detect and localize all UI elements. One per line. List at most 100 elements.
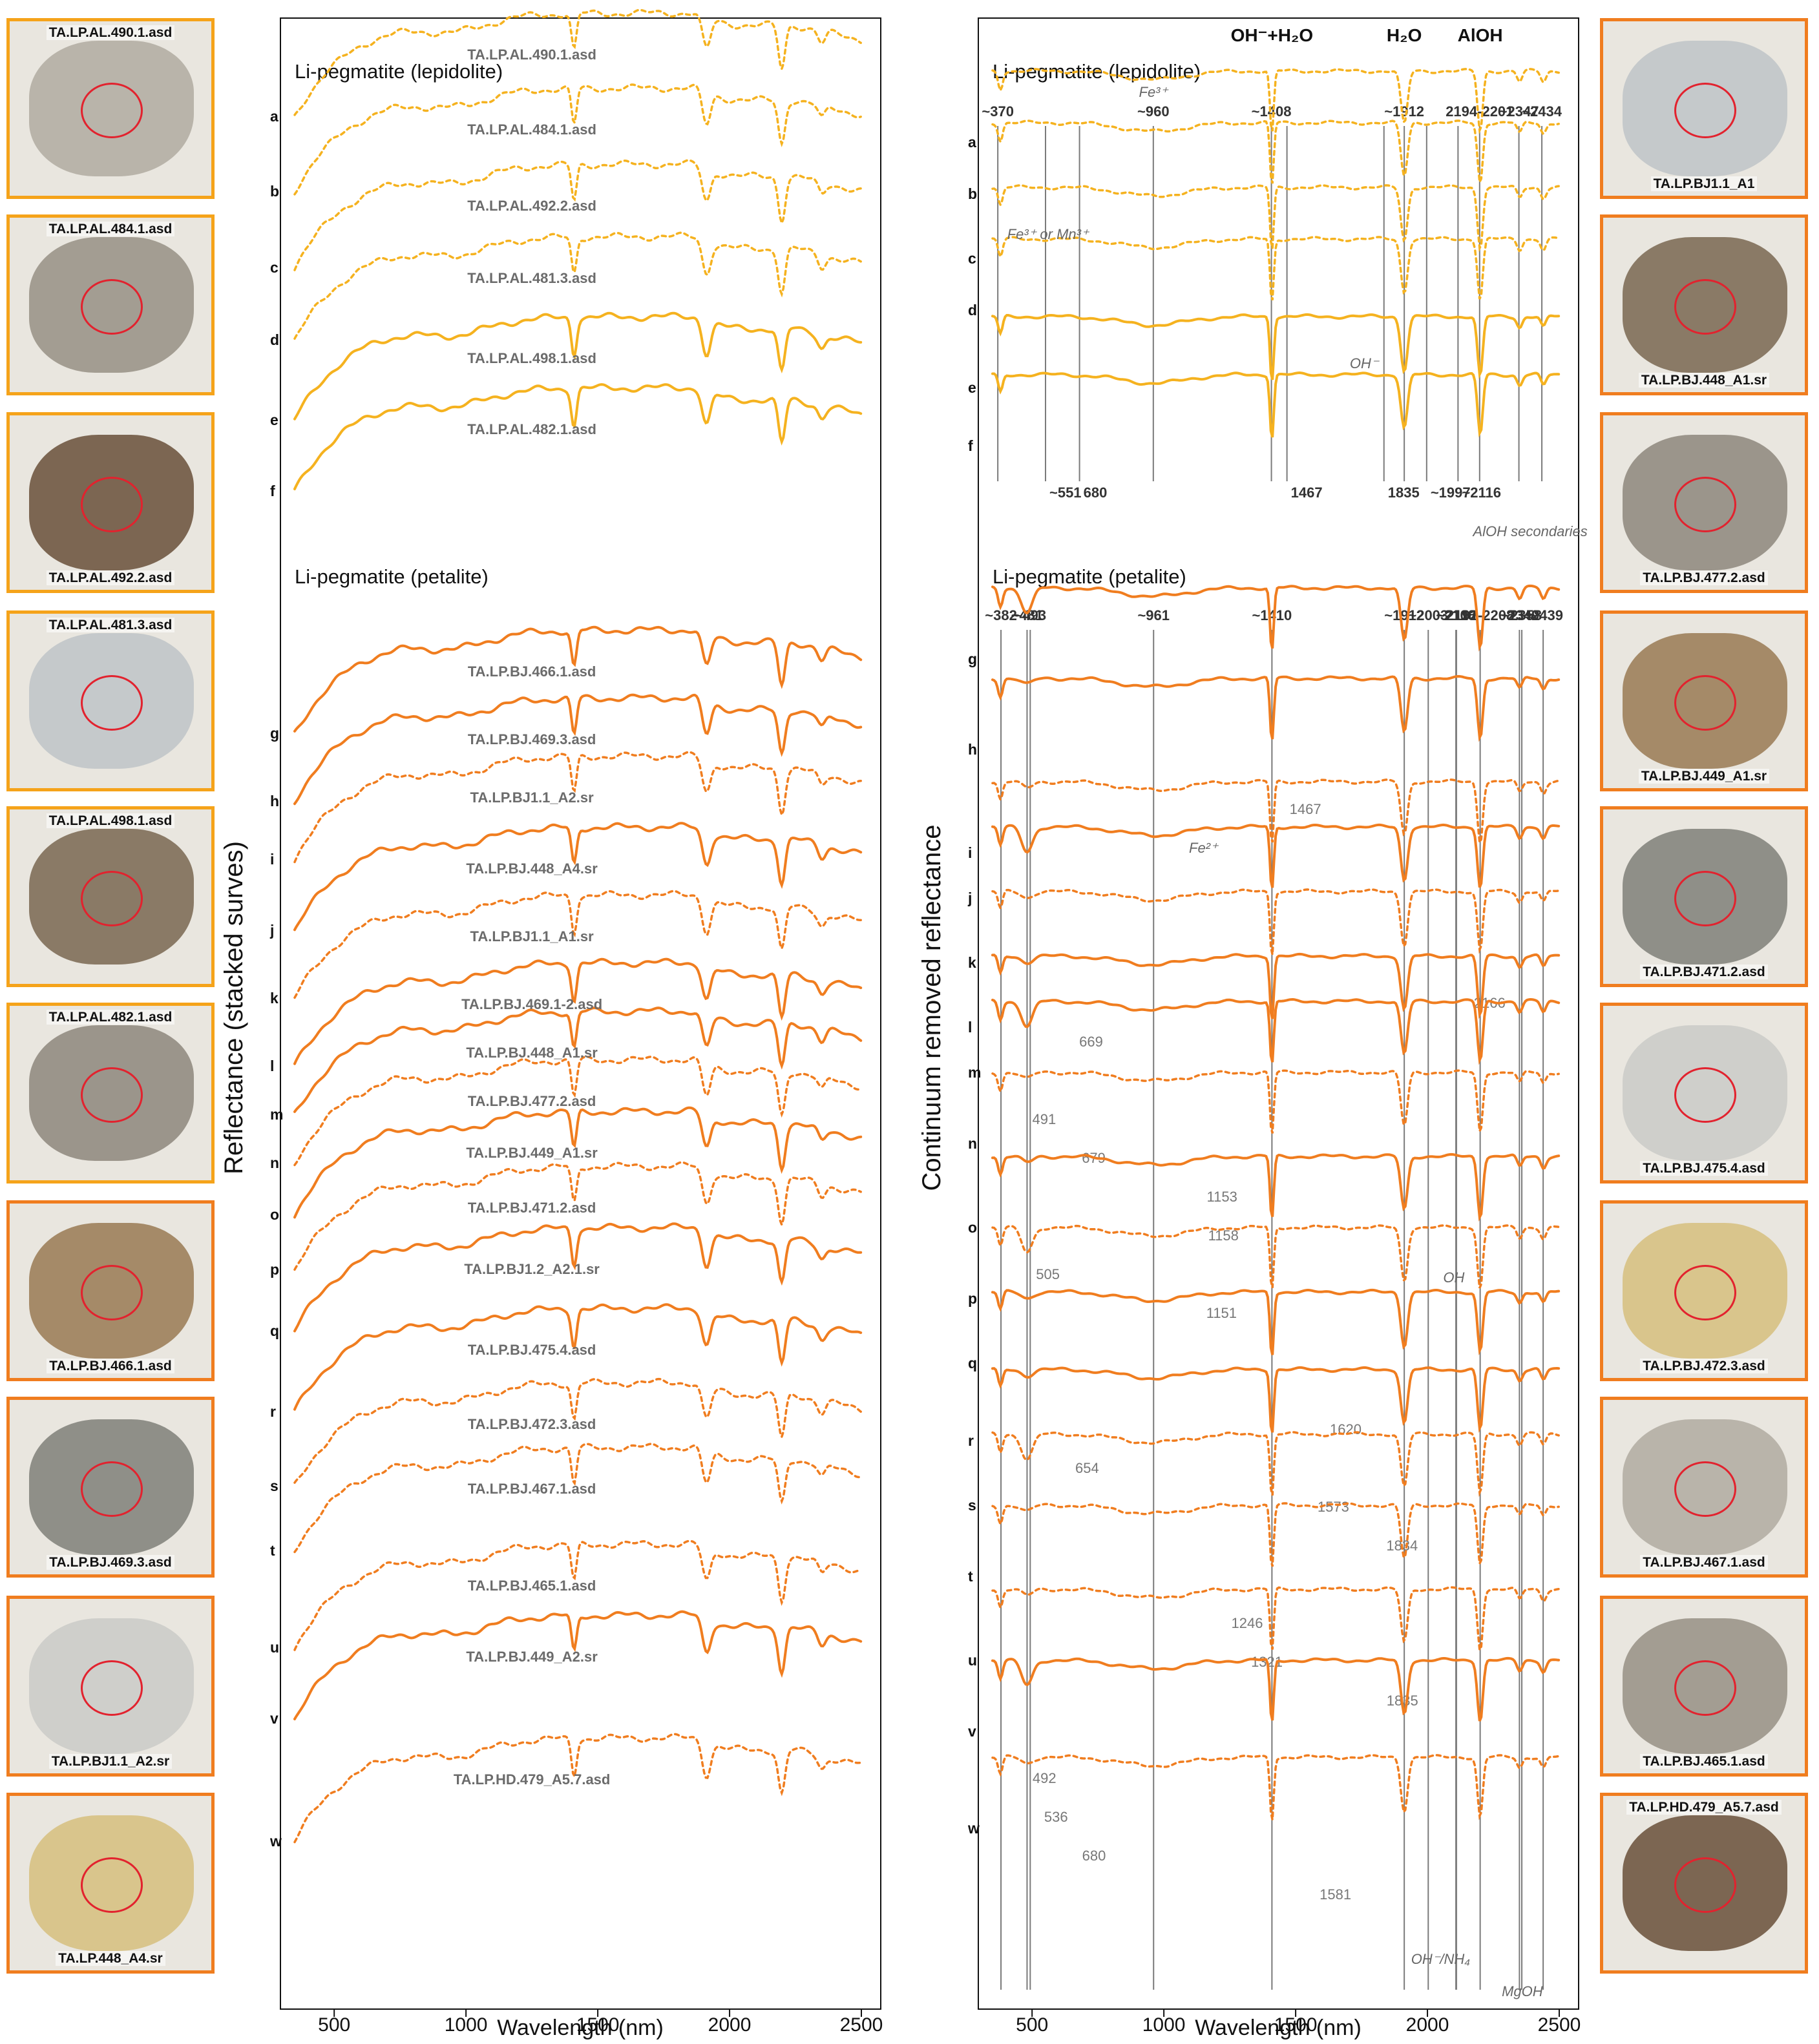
band-marker-label: 492 (1033, 1770, 1057, 1786)
sample-photo: TA.LP.BJ.475.4.asd (1600, 1003, 1808, 1184)
series-label-m: TA.LP.BJ.448_A1.sr (466, 1045, 598, 1061)
series-line-o (293, 1106, 863, 1219)
x-tick-label: 1500 (1274, 2014, 1318, 2036)
series-label-b: TA.LP.AL.484.1.asd (467, 121, 596, 138)
sample-photo: TA.LP.AL.498.1.asd (6, 806, 215, 987)
band-annotation: MgOH (1502, 1983, 1543, 1999)
series-letter-t: t (968, 1568, 973, 1585)
photo-caption: TA.LP.BJ.475.4.asd (1640, 1161, 1768, 1176)
lepidolite-group-title: Li-pegmatite (lepidolite) (295, 60, 503, 83)
series-letter-r: r (968, 1432, 974, 1449)
band-marker-label: ~2110 (1437, 607, 1477, 623)
spectra-series: abcdefghijklmnopqrstuvwTA.LP.AL.490.1.as… (269, 8, 863, 1850)
band-marker-label: ~2439 (1523, 607, 1563, 623)
series-letter-i: i (270, 851, 274, 868)
series-label-j: TA.LP.BJ.448_A4.sr (466, 860, 598, 877)
measurement-spot-circle (1674, 1265, 1736, 1320)
sample-photo: TA.LP.BJ.477.2.asd (1600, 412, 1808, 593)
series-letter-v: v (968, 1723, 976, 1740)
measurement-spot-circle (81, 675, 143, 731)
series-label-c: TA.LP.AL.492.2.asd (467, 198, 596, 214)
band-group-header: AlOH (1458, 25, 1503, 45)
x-tick-label: 1000 (1142, 2014, 1186, 2036)
series-line-d (991, 236, 1560, 300)
x-tick-label: 500 (1016, 2014, 1048, 2036)
band-marker-label: ~1997 (1431, 485, 1471, 501)
series-label-v: TA.LP.BJ.449_A2.sr (466, 1649, 598, 1665)
x-axis-label: Wavelength (nm) (497, 2016, 664, 2040)
sample-photo: TA.LP.BJ.449_A1.sr (1600, 610, 1808, 791)
measurement-spot-circle (1674, 477, 1736, 532)
band-marker-label: ~551 (1049, 485, 1082, 501)
series-label-n: TA.LP.BJ.477.2.asd (468, 1093, 596, 1109)
series-line-m (293, 1006, 863, 1113)
series-line-p (991, 1224, 1560, 1289)
measurement-spot-circle (81, 279, 143, 335)
series-letter-k: k (270, 990, 279, 1006)
series-label-w: TA.LP.HD.479_A5.7.asd (454, 1771, 611, 1788)
series-line-k (991, 888, 1560, 955)
series-line-i (293, 751, 862, 864)
band-annotation: OH⁻/NH₄ (1411, 1951, 1470, 1967)
band-marker-label: ~2358 (1502, 607, 1542, 623)
series-line-p (293, 1161, 862, 1271)
band-marker-label: ~2349 (1500, 607, 1540, 623)
series-line-w (293, 1733, 862, 1844)
series-line-u (293, 1539, 862, 1651)
sample-photo: TA.LP.BJ1.1_A2.sr (6, 1596, 215, 1777)
measurement-spot-circle (81, 1067, 143, 1123)
series-letter-g: g (270, 725, 279, 742)
series-label-h: TA.LP.BJ.469.3.asd (468, 731, 596, 747)
photo-caption: TA.LP.BJ.448_A1.sr (1638, 373, 1770, 388)
series-line-r (991, 1366, 1561, 1434)
measurement-spot-circle (81, 871, 143, 926)
x-tick-label: 2500 (1538, 2014, 1581, 2036)
photo-caption: TA.LP.BJ.472.3.asd (1640, 1359, 1768, 1373)
series-label-q: TA.LP.BJ1.2_A2.1.sr (464, 1261, 600, 1277)
photo-caption: TA.LP.AL.481.3.asd (46, 618, 175, 632)
sample-photo: TA.LP.BJ.448_A1.sr (1600, 214, 1808, 395)
series-line-o (991, 1152, 1561, 1222)
measurement-spot-circle (81, 1265, 143, 1320)
series-letter-v: v (270, 1710, 279, 1727)
band-annotation: Fe²⁺ (1189, 840, 1219, 856)
measurement-spot-circle (1674, 1461, 1736, 1517)
series-label-i: TA.LP.BJ1.1_A2.sr (470, 789, 594, 806)
band-marker-label: ~2347 (1499, 103, 1539, 120)
series-letter-t: t (270, 1542, 275, 1559)
series-label-k: TA.LP.BJ1.1_A1.sr (470, 928, 594, 944)
series-line-m (991, 997, 1561, 1065)
sample-photo: TA.LP.BJ.472.3.asd (1600, 1200, 1808, 1381)
x-tick-label: 2000 (708, 2014, 752, 2036)
photo-caption: TA.LP.AL.482.1.asd (46, 1010, 175, 1025)
x-tick-label: 2000 (1406, 2014, 1449, 2036)
series-line-v (293, 1610, 863, 1720)
series-letter-m: m (968, 1064, 981, 1081)
series-letter-e: e (968, 379, 976, 396)
series-letter-h: h (968, 741, 977, 758)
series-line-q (991, 1288, 1561, 1356)
series-line-c (991, 184, 1560, 253)
band-annotation: AlOH secondaries (1471, 523, 1587, 539)
series-letter-n: n (270, 1154, 279, 1171)
series-letter-d: d (270, 331, 279, 348)
band-marker-label: ~1912 (1384, 103, 1424, 120)
measurement-spot-circle (1674, 1857, 1736, 1913)
series-line-j (293, 822, 863, 932)
band-annotations: Fe³⁺Fe³⁺ or Mn³⁺OH⁻AlOH secondariesFe²⁺O… (1007, 84, 1588, 1999)
series-line-g (293, 625, 863, 733)
series-letter-l: l (270, 1058, 274, 1074)
petalite-group-title: Li-pegmatite (petalite) (993, 565, 1186, 588)
series-line-e (991, 313, 1561, 381)
photo-caption: TA.LP.BJ1.1_A2.sr (48, 1754, 173, 1769)
series-letter-l: l (968, 1019, 972, 1036)
series-line-i (991, 778, 1560, 847)
band-marker-label: 536 (1044, 1809, 1068, 1825)
series-letter-i: i (968, 844, 972, 861)
measurement-spot-circle (81, 477, 143, 532)
band-marker-label: ~2108 (1436, 607, 1476, 623)
band-annotation: Fe³⁺ or Mn³⁺ (1007, 226, 1090, 242)
series-line-c (293, 159, 862, 271)
continuum-removed-chart: Li-pegmatite (lepidolite) Li-pegmatite (… (918, 17, 1588, 2040)
